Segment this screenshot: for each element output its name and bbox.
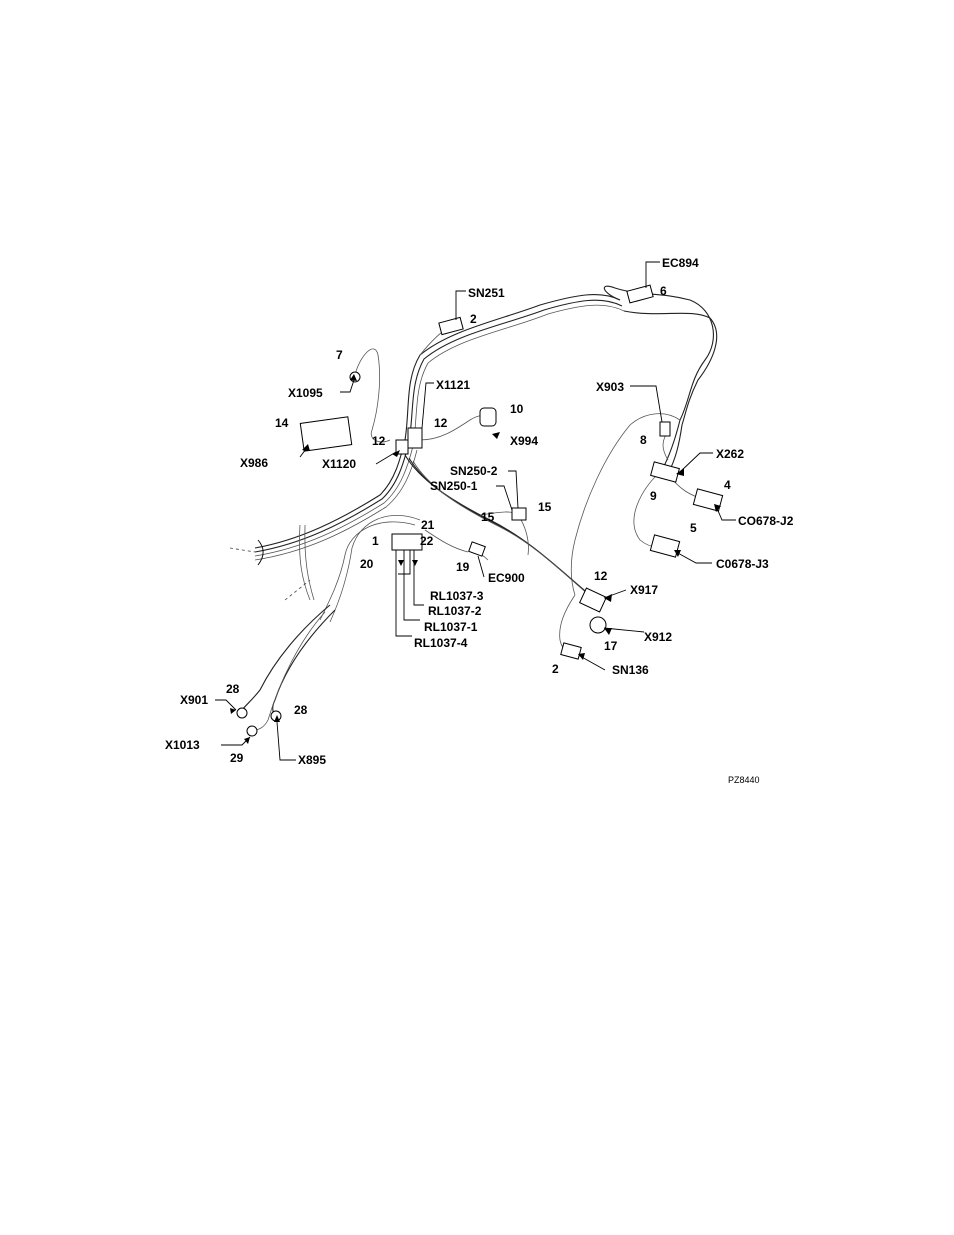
label-item-28-x901: 28 (226, 682, 240, 696)
label-item-15-left: 15 (481, 510, 495, 524)
label-x912: X912 (644, 630, 672, 644)
sn136-connector (561, 643, 581, 659)
sn250-connector (512, 508, 526, 520)
label-item-10: 10 (510, 402, 524, 416)
label-x994: X994 (510, 434, 538, 448)
label-x1013: X1013 (165, 738, 200, 752)
label-item-14: 14 (275, 416, 289, 430)
x1013-ring-terminal (247, 726, 257, 736)
x917-connector (580, 588, 607, 612)
label-x895: X895 (298, 753, 326, 767)
label-item-2-sn251: 2 (470, 312, 477, 326)
label-item-5: 5 (690, 521, 697, 535)
x901-ring-terminal (237, 708, 247, 718)
label-item-8: 8 (640, 433, 647, 447)
label-item-9: 9 (650, 489, 657, 503)
relay-rl1037 (392, 534, 422, 550)
label-item-6: 6 (660, 284, 667, 298)
label-ec894: EC894 (662, 256, 699, 270)
label-item-12-x1121: 12 (434, 416, 448, 430)
label-x1095: X1095 (288, 386, 323, 400)
x1121-connector (408, 428, 422, 448)
ec894-connector (627, 285, 653, 303)
figure-code: PZ8440 (728, 775, 760, 785)
label-item-17: 17 (604, 639, 618, 653)
label-item-22: 22 (420, 534, 434, 548)
label-item-15-right: 15 (538, 500, 552, 514)
label-item-2-sn136: 2 (552, 662, 559, 676)
label-rl1037-3: RL1037-3 (430, 589, 484, 603)
label-item-21: 21 (421, 518, 435, 532)
label-item-1: 1 (372, 534, 379, 548)
label-sn250-1: SN250-1 (430, 479, 478, 493)
label-x986: X986 (240, 456, 268, 470)
x903-connector (660, 422, 670, 436)
label-x262: X262 (716, 447, 744, 461)
label-co678-j2: CO678-J2 (738, 514, 794, 528)
label-item-12-x1120: 12 (372, 434, 386, 448)
label-x1120: X1120 (322, 457, 356, 471)
c0678-j3-connector (650, 535, 679, 557)
label-rl1037-1: RL1037-1 (424, 620, 478, 634)
ec900-connector (469, 542, 486, 556)
label-x901: X901 (180, 693, 208, 707)
label-x903: X903 (596, 380, 624, 394)
callout-labels: EC894 6 SN251 2 7 X1095 X1121 12 14 12 X… (165, 256, 794, 785)
connector-parts (237, 285, 723, 736)
label-item-4: 4 (724, 478, 731, 492)
label-item-19: 19 (456, 560, 470, 574)
label-c0678-j3: C0678-J3 (716, 557, 769, 571)
label-x1121: X1121 (436, 378, 470, 392)
x994-connector (480, 408, 496, 426)
label-x917: X917 (630, 583, 658, 597)
label-item-20: 20 (360, 557, 374, 571)
label-item-7: 7 (336, 348, 343, 362)
label-item-12-x917: 12 (594, 569, 608, 583)
label-sn136: SN136 (612, 663, 649, 677)
x262-connector (651, 462, 680, 482)
label-item-29: 29 (230, 751, 244, 765)
label-ec900: EC900 (488, 571, 525, 585)
label-sn250-2: SN250-2 (450, 464, 498, 478)
leader-lines (215, 262, 736, 760)
label-item-28-x895: 28 (294, 703, 308, 717)
label-rl1037-4: RL1037-4 (414, 636, 468, 650)
label-rl1037-2: RL1037-2 (428, 604, 482, 618)
label-sn251: SN251 (468, 286, 505, 300)
x912-connector (590, 617, 606, 633)
